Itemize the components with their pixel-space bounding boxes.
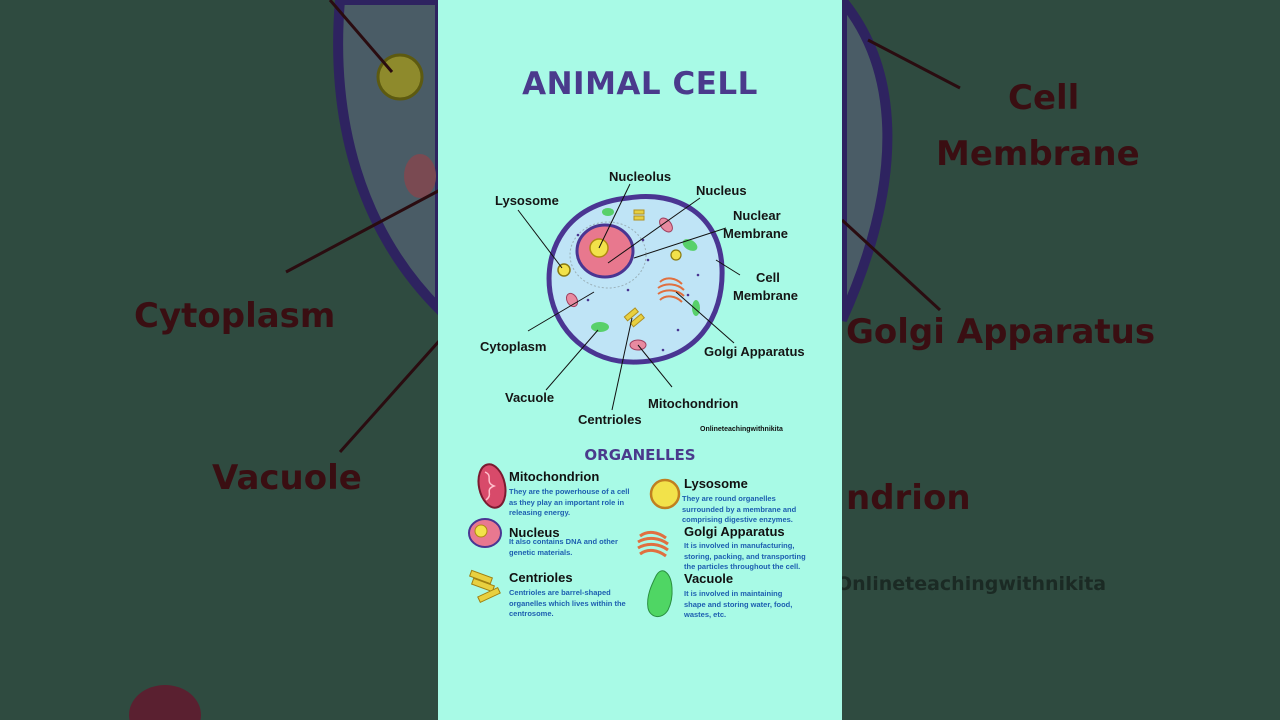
mitochondrion-icon	[477, 463, 507, 509]
nucleus-icon	[468, 518, 502, 548]
label-nuclear-membrane-line2: Membrane	[723, 226, 789, 241]
organelle-desc-golgi: It is involved in manufacturing, storing…	[684, 541, 806, 571]
organelle-desc-mitochondrion: They are the powerhouse of a cell as the…	[509, 487, 630, 517]
bg-label-mitochondrion: ndrion	[846, 478, 971, 518]
organelle-name-golgi: Golgi Apparatus	[684, 524, 785, 539]
bg-label-credit: Onlineteachingwithnikita	[836, 573, 1107, 595]
label-cell-membrane-line2: Membrane	[733, 288, 799, 303]
label-cell-membrane-line1: Cell	[756, 270, 780, 285]
organelle-name-lysosome: Lysosome	[684, 476, 748, 491]
lysosome-icon	[649, 478, 681, 510]
label-centrioles: Centrioles	[578, 412, 642, 427]
organelle-desc-lysosome: They are round organelles surrounded by …	[682, 494, 797, 524]
page-title: ANIMAL CELL	[522, 66, 758, 102]
label-nuclear-membrane-line1: Nuclear	[733, 208, 781, 223]
label-mitochondrion: Mitochondrion	[648, 396, 739, 411]
organelles-heading: ORGANELLES	[584, 446, 696, 464]
organelle-name-mitochondrion: Mitochondrion	[509, 469, 600, 484]
organelle-name-vacuole: Vacuole	[684, 571, 734, 586]
centrioles	[623, 209, 645, 328]
label-golgi-apparatus: Golgi Apparatus	[704, 344, 805, 359]
label-vacuole: Vacuole	[505, 390, 555, 405]
organelle-name-nucleus: Nucleus	[509, 525, 560, 540]
credit-text: Onlineteachingwithnikita	[700, 426, 783, 433]
organelle-desc-vacuole: It is involved in maintaining shape and …	[684, 589, 793, 619]
golgi-icon	[637, 530, 669, 558]
bg-label-golgi: Golgi Apparatus	[846, 312, 1156, 352]
cell-membrane	[546, 194, 725, 365]
infographic-panel: ANIMAL CELL	[438, 0, 842, 720]
organelle-name-centrioles: Centrioles	[509, 570, 573, 585]
bg-label-vacuole: Vacuole	[212, 458, 362, 498]
centrioles-icon	[468, 569, 501, 604]
golgi-apparatus	[657, 277, 685, 303]
bg-label-membrane: Membrane	[936, 134, 1140, 174]
label-cytoplasm: Cytoplasm	[480, 339, 547, 354]
bg-label-cytoplasm: Cytoplasm	[134, 296, 336, 336]
bg-label-cell: Cell	[1008, 78, 1080, 118]
animal-cell-diagram	[517, 183, 741, 411]
label-nucleus: Nucleus	[696, 183, 747, 198]
label-nucleolus: Nucleolus	[609, 169, 672, 184]
vacuole	[591, 322, 609, 332]
vacuole-icon	[647, 570, 673, 617]
label-lysosome: Lysosome	[495, 193, 559, 208]
organelle-desc-nucleus: It also contains DNA and other genetic m…	[509, 537, 618, 557]
organelle-desc-centrioles: Centrioles are barrel-shaped organelles …	[509, 588, 626, 618]
